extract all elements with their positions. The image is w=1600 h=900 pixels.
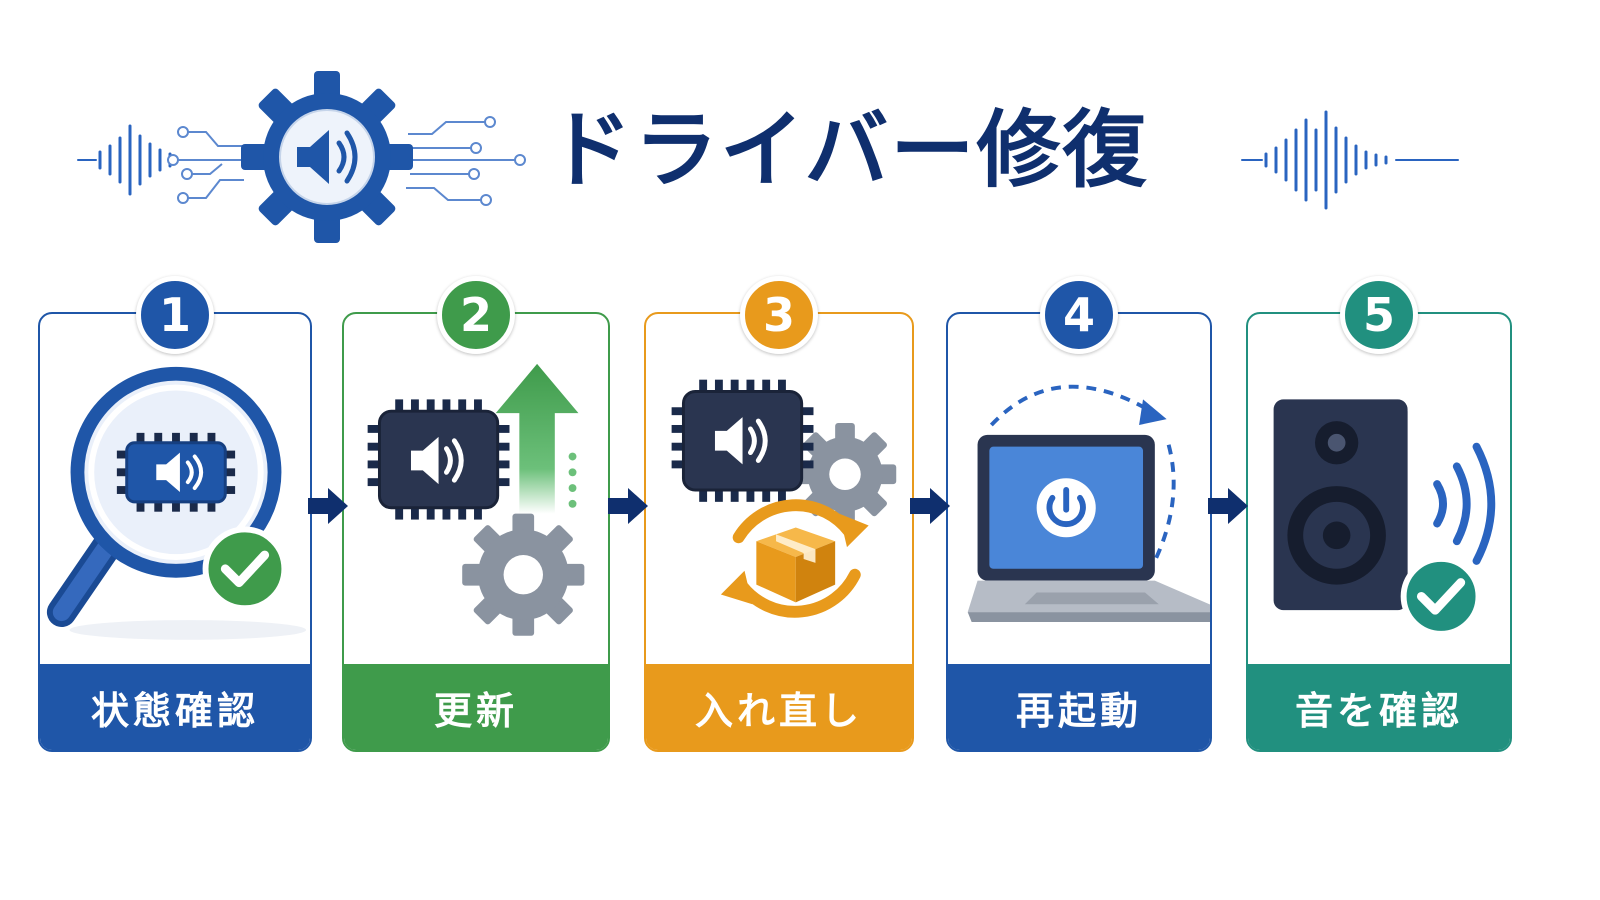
- right-waveform-icon: [1241, 110, 1459, 210]
- header-decoration: [77, 71, 1459, 243]
- left-circuit-icon: [167, 126, 244, 204]
- gear-icon: [462, 513, 585, 636]
- step-card-reinstall: 入れ直し: [644, 312, 914, 752]
- refresh-arrowheads-icon: [720, 513, 869, 605]
- step-illustration: [671, 379, 897, 618]
- flow-arrow-icon: [910, 488, 950, 524]
- refresh-icon: [732, 499, 861, 618]
- sound-chip-icon: [367, 399, 510, 520]
- step-card-sound-check: 音を確認: [1246, 312, 1512, 752]
- check-icon: [1400, 556, 1482, 637]
- gear-speaker-icon: [241, 71, 413, 243]
- up-arrow-icon: [495, 363, 579, 514]
- step-label: 更新: [344, 664, 608, 750]
- restart-arrow-icon: [989, 384, 1176, 570]
- power-icon: [1036, 478, 1096, 538]
- step-card-status-check: 状態確認: [38, 312, 312, 752]
- flow-arrow-icon: [1208, 488, 1248, 524]
- step-label: 再起動: [948, 664, 1210, 750]
- step-illustration: [367, 363, 585, 636]
- check-icon: [202, 526, 288, 612]
- sound-waves-icon: [1433, 442, 1496, 565]
- step-card-update: 更新: [342, 312, 610, 752]
- sound-chip-icon: [116, 432, 236, 512]
- step-label: 音を確認: [1248, 664, 1510, 750]
- header: ドライバー修復: [0, 0, 1600, 250]
- left-waveform-icon: [77, 124, 172, 196]
- speaker-icon: [1273, 399, 1408, 611]
- flow-arrow-icon: [608, 488, 648, 524]
- page-title: ドライバー修復: [548, 101, 1149, 199]
- right-circuit-icon: [406, 116, 526, 206]
- step-illustration: [46, 366, 307, 640]
- step-number-badge: 4: [1040, 276, 1118, 354]
- sound-chip-icon: [671, 379, 814, 502]
- step-label: 状態確認: [40, 664, 310, 750]
- step-number-badge: 5: [1340, 276, 1418, 354]
- flow-arrow-icon: [308, 488, 348, 524]
- step-number-badge: 3: [740, 276, 818, 354]
- package-icon: [756, 527, 836, 603]
- step-number-badge: 1: [136, 276, 214, 354]
- step-illustration: [967, 384, 1210, 622]
- step-card-restart: 再起動: [946, 312, 1212, 752]
- step-number-badge: 2: [437, 276, 515, 354]
- step-label: 入れ直し: [646, 664, 912, 750]
- step-illustration: [1273, 399, 1496, 637]
